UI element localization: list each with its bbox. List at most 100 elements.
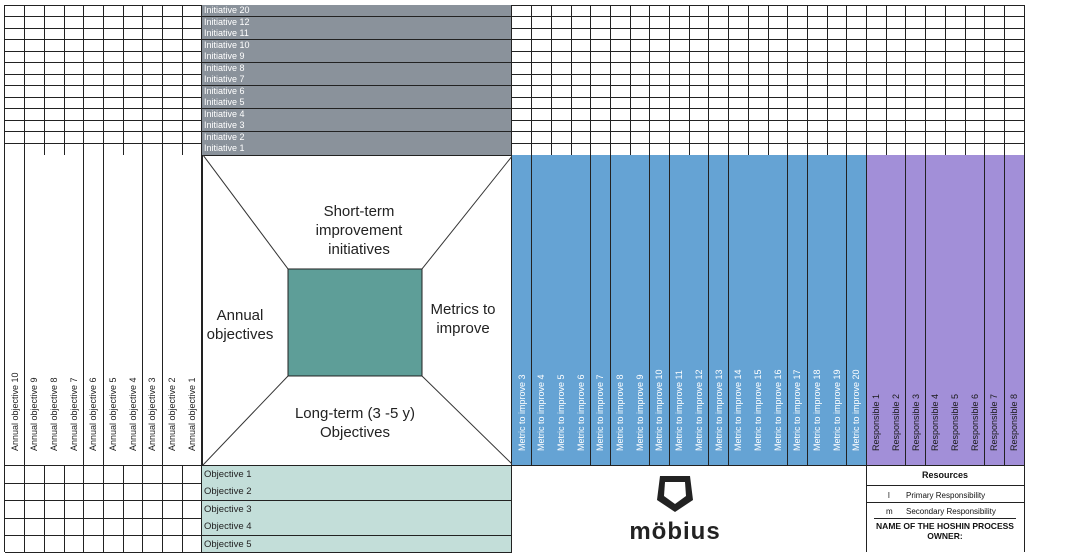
top-left-grid-cell[interactable] (44, 51, 65, 64)
top-metric-grid-cell[interactable] (630, 97, 651, 110)
top-metric-grid-cell[interactable] (768, 143, 789, 156)
top-metric-grid-cell[interactable] (846, 85, 868, 98)
top-responsible-grid-cell[interactable] (886, 5, 907, 18)
top-metric-grid-cell[interactable] (551, 85, 572, 98)
top-metric-grid-cell[interactable] (610, 120, 631, 133)
top-responsible-grid-cell[interactable] (1004, 108, 1025, 121)
top-left-grid-cell[interactable] (5, 28, 26, 41)
top-metric-grid-cell[interactable] (630, 108, 651, 121)
top-responsible-grid-cell[interactable] (984, 51, 1005, 64)
top-metric-grid-cell[interactable] (846, 97, 868, 110)
top-metric-grid-cell[interactable] (807, 120, 828, 133)
top-metric-grid-cell[interactable] (551, 97, 572, 110)
top-metric-grid-cell[interactable] (787, 108, 808, 121)
top-metric-grid-cell[interactable] (630, 143, 651, 156)
top-metric-grid-cell[interactable] (846, 16, 868, 29)
top-left-grid-cell[interactable] (83, 85, 104, 98)
top-metric-grid-cell[interactable] (728, 97, 749, 110)
bottom-left-grid-cell[interactable] (162, 466, 183, 484)
top-responsible-grid-cell[interactable] (945, 97, 966, 110)
top-metric-grid-cell[interactable] (728, 16, 749, 29)
top-metric-grid-cell[interactable] (590, 108, 611, 121)
top-metric-grid-cell[interactable] (649, 16, 671, 29)
top-metric-grid-cell[interactable] (689, 39, 710, 52)
top-metric-grid-cell[interactable] (551, 62, 572, 75)
top-responsible-grid-cell[interactable] (965, 131, 986, 144)
top-left-grid-cell[interactable] (103, 143, 124, 156)
top-left-grid-cell[interactable] (123, 51, 144, 64)
bottom-left-grid-cell[interactable] (64, 535, 85, 553)
bottom-left-grid-cell[interactable] (162, 483, 183, 502)
bottom-left-grid-cell[interactable] (24, 466, 45, 484)
top-metric-grid-cell[interactable] (630, 131, 651, 144)
bottom-left-grid-cell[interactable] (5, 518, 26, 537)
top-left-grid-cell[interactable] (103, 120, 124, 133)
top-metric-grid-cell[interactable] (571, 16, 592, 29)
top-metric-grid-cell[interactable] (512, 16, 533, 29)
top-responsible-grid-cell[interactable] (984, 39, 1005, 52)
bottom-left-grid-cell[interactable] (24, 535, 45, 553)
top-responsible-grid-cell[interactable] (886, 131, 907, 144)
top-metric-grid-cell[interactable] (787, 39, 808, 52)
top-left-grid-cell[interactable] (64, 5, 85, 18)
top-responsible-grid-cell[interactable] (866, 28, 887, 41)
top-metric-grid-cell[interactable] (768, 16, 789, 29)
bottom-left-grid-cell[interactable] (103, 500, 124, 519)
bottom-left-grid-cell[interactable] (162, 535, 183, 553)
top-metric-grid-cell[interactable] (709, 108, 730, 121)
top-left-grid-cell[interactable] (123, 16, 144, 29)
top-metric-grid-cell[interactable] (709, 120, 730, 133)
top-metric-grid-cell[interactable] (748, 97, 769, 110)
top-left-grid-cell[interactable] (44, 74, 65, 87)
top-metric-grid-cell[interactable] (748, 85, 769, 98)
top-metric-grid-cell[interactable] (551, 39, 572, 52)
top-metric-grid-cell[interactable] (807, 62, 828, 75)
top-metric-grid-cell[interactable] (590, 74, 611, 87)
bottom-left-grid-cell[interactable] (123, 466, 144, 484)
top-metric-grid-cell[interactable] (689, 120, 710, 133)
top-metric-grid-cell[interactable] (748, 108, 769, 121)
top-metric-grid-cell[interactable] (590, 62, 611, 75)
top-metric-grid-cell[interactable] (748, 16, 769, 29)
top-left-grid-cell[interactable] (24, 97, 45, 110)
bottom-left-grid-cell[interactable] (182, 466, 203, 484)
top-left-grid-cell[interactable] (123, 74, 144, 87)
bottom-left-grid-cell[interactable] (5, 483, 26, 502)
top-metric-grid-cell[interactable] (669, 5, 690, 18)
top-metric-grid-cell[interactable] (669, 51, 690, 64)
top-responsible-grid-cell[interactable] (945, 5, 966, 18)
top-metric-grid-cell[interactable] (807, 131, 828, 144)
top-metric-grid-cell[interactable] (689, 108, 710, 121)
top-left-grid-cell[interactable] (182, 5, 203, 18)
top-metric-grid-cell[interactable] (630, 51, 651, 64)
top-responsible-grid-cell[interactable] (866, 108, 887, 121)
top-responsible-grid-cell[interactable] (866, 51, 887, 64)
top-metric-grid-cell[interactable] (748, 131, 769, 144)
top-left-grid-cell[interactable] (83, 51, 104, 64)
top-responsible-grid-cell[interactable] (886, 51, 907, 64)
top-metric-grid-cell[interactable] (531, 51, 552, 64)
top-metric-grid-cell[interactable] (590, 85, 611, 98)
top-metric-grid-cell[interactable] (512, 62, 533, 75)
bottom-left-grid-cell[interactable] (64, 500, 85, 519)
bottom-left-grid-cell[interactable] (83, 483, 104, 502)
top-metric-grid-cell[interactable] (728, 62, 749, 75)
top-left-grid-cell[interactable] (44, 97, 65, 110)
top-responsible-grid-cell[interactable] (984, 108, 1005, 121)
top-left-grid-cell[interactable] (182, 143, 203, 156)
top-responsible-grid-cell[interactable] (866, 5, 887, 18)
top-metric-grid-cell[interactable] (551, 143, 572, 156)
top-left-grid-cell[interactable] (103, 74, 124, 87)
top-responsible-grid-cell[interactable] (965, 62, 986, 75)
top-left-grid-cell[interactable] (182, 85, 203, 98)
top-left-grid-cell[interactable] (64, 108, 85, 121)
top-metric-grid-cell[interactable] (689, 143, 710, 156)
top-left-grid-cell[interactable] (123, 5, 144, 18)
top-left-grid-cell[interactable] (103, 5, 124, 18)
top-metric-grid-cell[interactable] (787, 120, 808, 133)
top-metric-grid-cell[interactable] (551, 16, 572, 29)
top-metric-grid-cell[interactable] (669, 131, 690, 144)
top-metric-grid-cell[interactable] (590, 97, 611, 110)
top-left-grid-cell[interactable] (83, 97, 104, 110)
top-metric-grid-cell[interactable] (689, 97, 710, 110)
